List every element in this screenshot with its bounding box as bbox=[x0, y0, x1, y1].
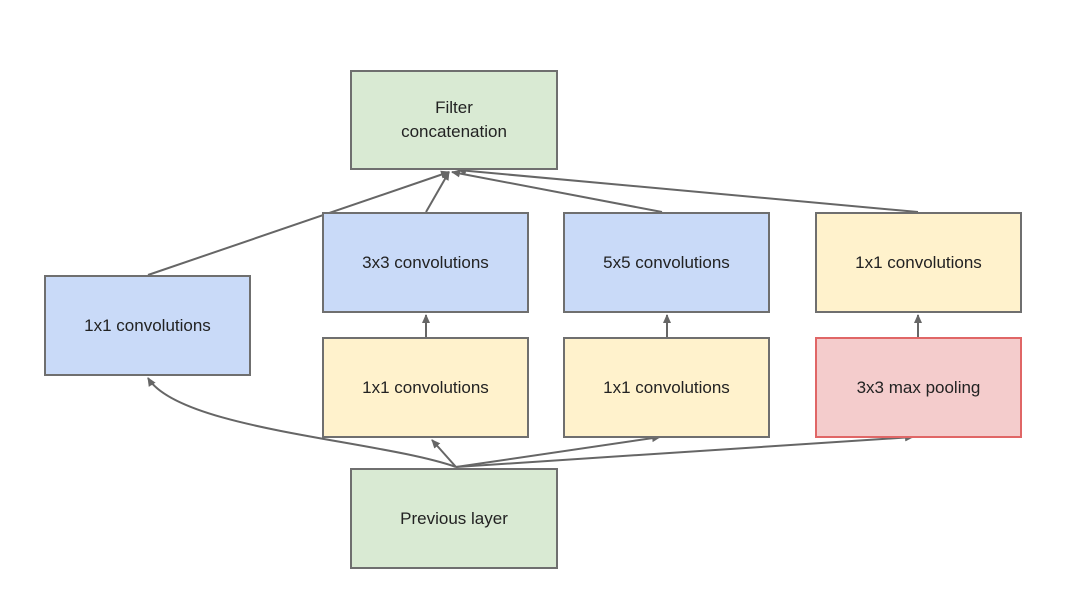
conv-5x5-node: 5x5 convolutions bbox=[563, 212, 770, 313]
max-pooling-3x3-node: 3x3 max pooling bbox=[815, 337, 1022, 438]
edge-previous-layer-to-conv1x1-left bbox=[147, 377, 457, 468]
conv-1x1-left-label: 1x1 convolutions bbox=[84, 315, 211, 335]
max-pooling-3x3-label: 3x3 max pooling bbox=[856, 377, 981, 397]
conv-3x3-label: 3x3 convolutions bbox=[362, 252, 489, 272]
edge-previous-layer-to-conv1x1-reduce-5x5 bbox=[455, 434, 661, 468]
previous-layer-node: Previous layer bbox=[350, 468, 558, 569]
edge-previous-layer-to-conv1x1-reduce-3x3 bbox=[431, 439, 457, 468]
filter-concatenation-label: Filter concatenation bbox=[401, 98, 507, 141]
edge-conv1x1-pool-proj-to-filter-concat bbox=[457, 166, 919, 213]
edge-conv5x5-to-filter-concat bbox=[451, 169, 663, 213]
conv-1x1-left-node: 1x1 convolutions bbox=[44, 275, 251, 376]
conv-3x3-node: 3x3 convolutions bbox=[322, 212, 529, 313]
conv-1x1-reduce-3x3-node: 1x1 convolutions bbox=[322, 337, 529, 438]
edge-conv3x3-to-filter-concat bbox=[425, 171, 450, 213]
conv-5x5-label: 5x5 convolutions bbox=[603, 252, 730, 272]
edge-previous-layer-to-maxpool3x3 bbox=[455, 433, 914, 468]
conv-1x1-pool-proj-node: 1x1 convolutions bbox=[815, 212, 1022, 313]
conv-1x1-pool-proj-label: 1x1 convolutions bbox=[855, 252, 982, 272]
edge-conv1x1-left-to-filter-concat bbox=[147, 170, 450, 276]
conv-1x1-reduce-3x3-label: 1x1 convolutions bbox=[362, 377, 489, 397]
previous-layer-label: Previous layer bbox=[400, 508, 508, 528]
conv-1x1-reduce-5x5-node: 1x1 convolutions bbox=[563, 337, 770, 438]
conv-1x1-reduce-5x5-label: 1x1 convolutions bbox=[603, 377, 730, 397]
filter-concatenation-node: Filter concatenation bbox=[350, 70, 558, 170]
